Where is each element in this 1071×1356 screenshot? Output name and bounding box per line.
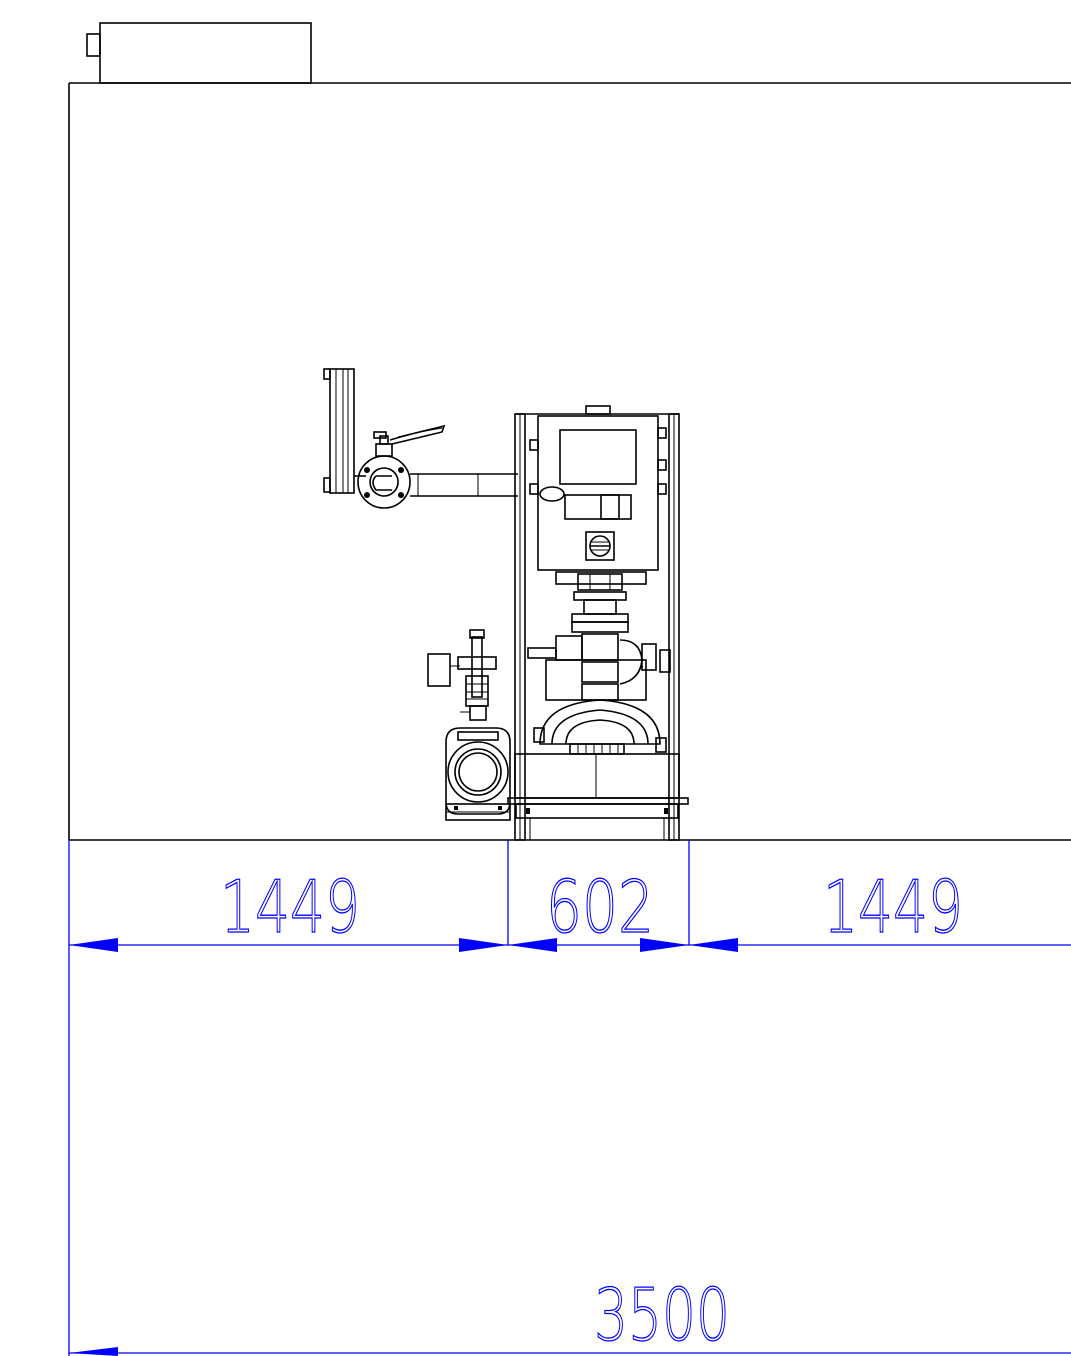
dimension-label-center: 602 xyxy=(546,865,654,949)
main-unit-frame xyxy=(507,405,689,841)
dimension-label-total: 3500 xyxy=(594,1273,730,1356)
dimension-line-total xyxy=(69,1347,1071,1356)
dimension-line-row-1 xyxy=(69,938,1071,952)
dimension-extension-lines xyxy=(68,840,690,1356)
main-pump xyxy=(527,573,671,755)
jockey-pump xyxy=(445,727,511,821)
title-tab xyxy=(86,22,312,84)
room-outline xyxy=(68,82,1071,841)
accessory-assembly xyxy=(427,629,497,721)
wall-bracket-assembly xyxy=(323,368,518,509)
control-cabinet xyxy=(529,415,667,585)
dimension-label-right: 1449 xyxy=(823,865,963,949)
dimension-label-left: 1449 xyxy=(220,865,360,949)
